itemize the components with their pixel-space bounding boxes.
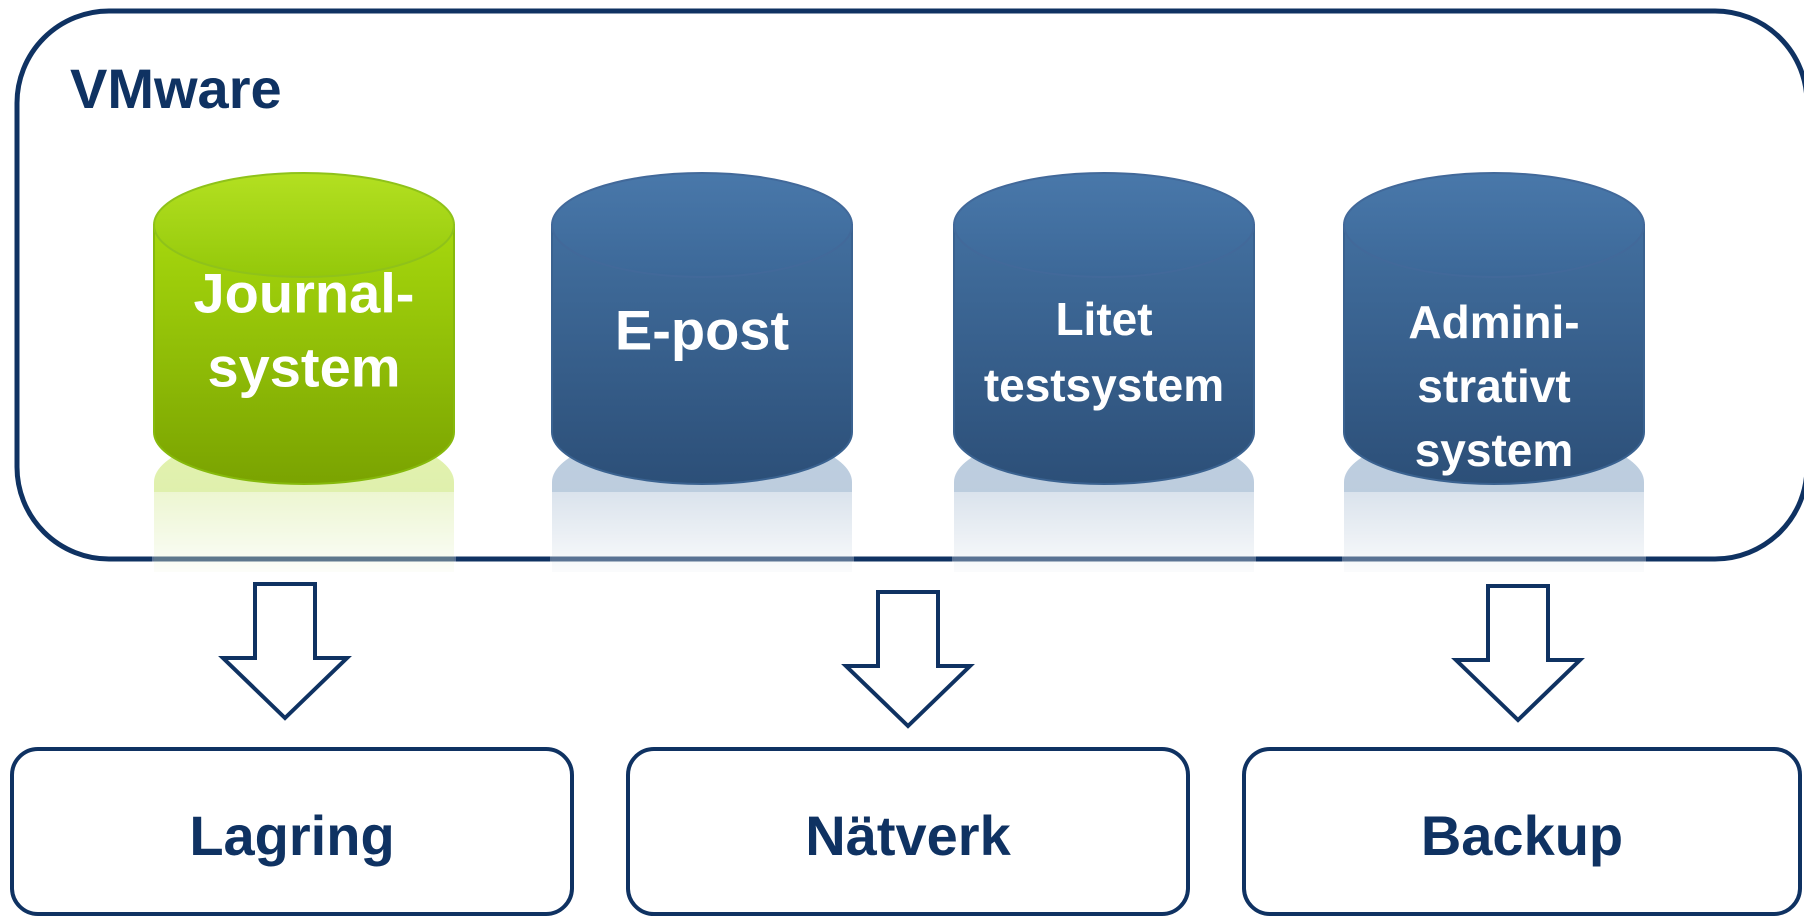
cylinder-label: Litet (1055, 293, 1152, 345)
vmware-container-border (14, 8, 1804, 562)
cylinder-label: Journal- (194, 262, 415, 325)
cylinder-body (551, 224, 853, 485)
cylinder-body (953, 224, 1255, 485)
cylinder-label: Admini- (1408, 296, 1579, 348)
down-arrow-icon (841, 590, 975, 729)
down-arrow-icon (1451, 584, 1585, 723)
cylinder-top (153, 172, 455, 278)
service-box: Backup (1242, 747, 1802, 916)
service-box-label: Lagring (189, 804, 394, 867)
system-cylinder: E-post (550, 172, 854, 582)
cylinder-top (1343, 172, 1645, 278)
service-box-border (10, 747, 574, 916)
cylinder-body (153, 224, 455, 485)
cylinder-label: system (207, 336, 400, 399)
service-box-border (626, 747, 1190, 916)
cylinder-body (1343, 224, 1645, 485)
cylinder-label: strativt (1417, 360, 1570, 412)
service-box: Nätverk (626, 747, 1190, 916)
service-boxes: Lagring Nätverk Backup (10, 747, 1802, 916)
arrows (218, 582, 1585, 729)
cylinder-reflection (952, 430, 1256, 582)
service-box-border (1242, 747, 1802, 916)
vmware-container: VMware (14, 8, 1804, 562)
cylinder-label: testsystem (984, 359, 1224, 411)
system-cylinder: Journal-system (152, 172, 456, 582)
service-box-label: Nätverk (805, 804, 1011, 867)
service-box-label: Backup (1421, 804, 1623, 867)
service-box: Lagring (10, 747, 574, 916)
system-cylinders: Journal-system E-post Litet testsystem Admin… (152, 172, 1646, 582)
cylinder-top (953, 172, 1255, 278)
cylinder-label: system (1415, 424, 1574, 476)
cylinder-label: E-post (615, 299, 789, 362)
down-arrow-icon (218, 582, 352, 721)
system-cylinder: Admini-strativt system (1342, 172, 1646, 582)
vmware-label: VMware (70, 57, 282, 120)
cylinder-top (551, 172, 853, 278)
system-cylinder: Litet testsystem (952, 172, 1256, 582)
